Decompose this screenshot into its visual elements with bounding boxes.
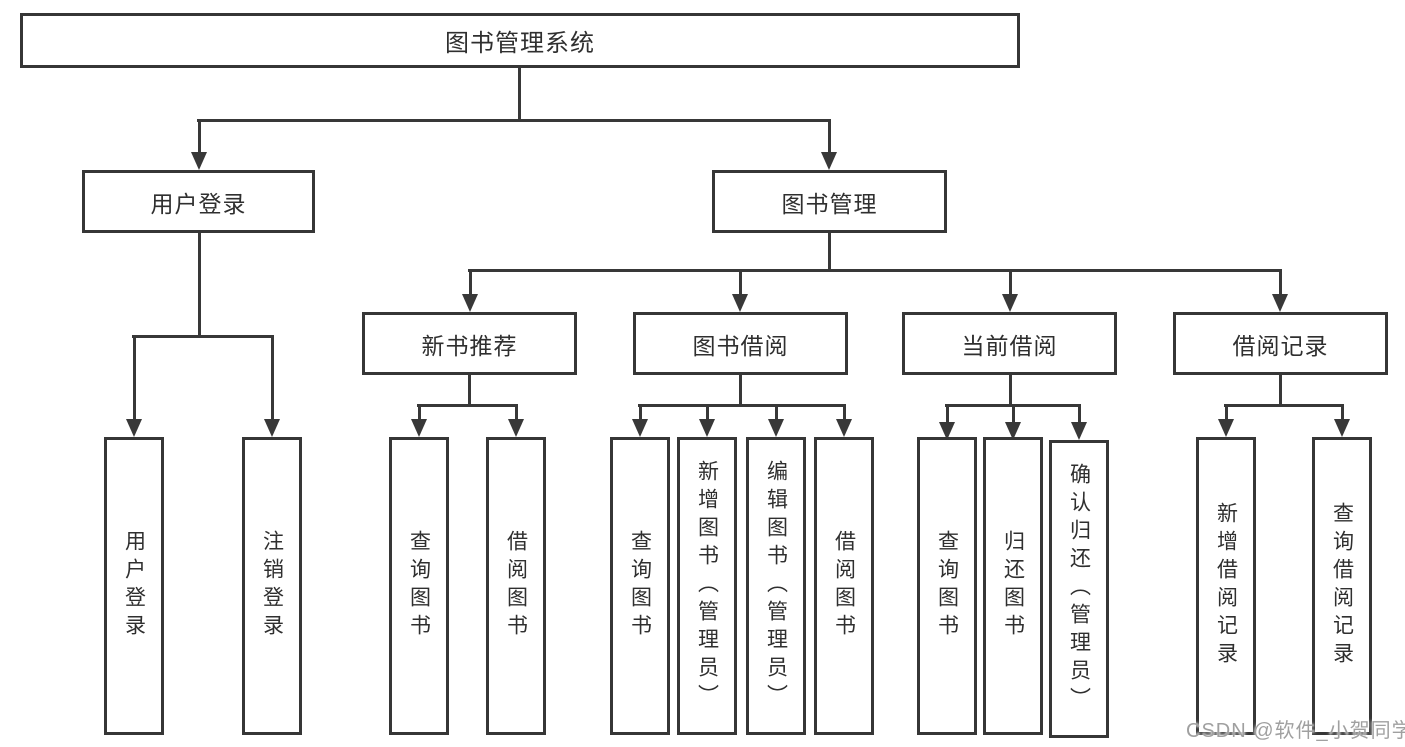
node-label: 查询图书 bbox=[628, 530, 652, 642]
connector-line bbox=[197, 233, 201, 338]
connector-line bbox=[468, 269, 472, 296]
arrowhead-icon bbox=[836, 419, 852, 437]
node-label: 新增借阅记录 bbox=[1214, 502, 1238, 670]
leaf-add-borrow-record: 新增借阅记录 bbox=[1196, 437, 1256, 735]
connector-line bbox=[1340, 404, 1344, 421]
connector-line bbox=[945, 404, 949, 424]
leaf-confirm-return-admin: 确认归还（管理员） bbox=[1049, 440, 1109, 738]
node-label: 当前借阅 bbox=[961, 332, 1058, 359]
connector-line bbox=[638, 404, 846, 407]
connector-line bbox=[197, 119, 831, 122]
node-label: 图书借阅 bbox=[692, 332, 789, 359]
connector-line bbox=[1008, 269, 1012, 296]
connector-line bbox=[517, 68, 521, 122]
leaf-query-books-recommend: 查询图书 bbox=[389, 437, 449, 735]
csdn-watermark: CSDN @软件_小贺同学 bbox=[1186, 720, 1405, 742]
connector-line bbox=[132, 335, 136, 421]
node-borrowing-records: 借阅记录 bbox=[1173, 312, 1388, 375]
node-current-borrowing: 当前借阅 bbox=[902, 312, 1117, 375]
node-label: 用户登录 bbox=[122, 530, 146, 642]
node-label: 注销登录 bbox=[260, 530, 284, 642]
arrowhead-icon bbox=[939, 422, 955, 440]
node-label: 借阅图书 bbox=[832, 530, 856, 642]
node-book-management: 图书管理 bbox=[712, 170, 947, 233]
node-label: 借阅图书 bbox=[504, 530, 528, 642]
connector-line bbox=[638, 404, 642, 421]
connector-line bbox=[132, 335, 274, 338]
connector-line bbox=[827, 119, 831, 154]
arrowhead-icon bbox=[126, 419, 142, 437]
arrowhead-icon bbox=[632, 419, 648, 437]
arrowhead-icon bbox=[768, 419, 784, 437]
connector-line bbox=[1011, 404, 1015, 424]
node-label: 新增图书（管理员） bbox=[695, 460, 719, 712]
node-label: 编辑图书（管理员） bbox=[764, 460, 788, 712]
arrowhead-icon bbox=[462, 294, 478, 312]
arrowhead-icon bbox=[1334, 419, 1350, 437]
node-label: 借阅记录 bbox=[1232, 332, 1329, 359]
node-label: 确认归还（管理员） bbox=[1067, 463, 1091, 715]
arrowhead-icon bbox=[508, 419, 524, 437]
connector-line bbox=[1077, 404, 1081, 424]
connector-line bbox=[1008, 375, 1012, 407]
connector-line bbox=[827, 233, 831, 272]
arrowhead-icon bbox=[821, 152, 837, 170]
connector-line bbox=[774, 404, 778, 421]
connector-line bbox=[1278, 375, 1282, 407]
arrowhead-icon bbox=[191, 152, 207, 170]
arrowhead-icon bbox=[411, 419, 427, 437]
node-label: 查询借阅记录 bbox=[1330, 502, 1354, 670]
node-label: 图书管理系统 bbox=[445, 30, 595, 57]
arrowhead-icon bbox=[1005, 422, 1021, 440]
connector-line bbox=[738, 375, 742, 407]
leaf-query-borrow-record: 查询借阅记录 bbox=[1312, 437, 1372, 735]
node-label: 查询图书 bbox=[935, 530, 959, 642]
arrowhead-icon bbox=[1272, 294, 1288, 312]
node-label: 新书推荐 bbox=[421, 332, 518, 359]
node-book-borrowing: 图书借阅 bbox=[633, 312, 848, 375]
leaf-query-books-current: 查询图书 bbox=[917, 437, 977, 735]
node-user-login: 用户登录 bbox=[82, 170, 315, 233]
node-label: 归还图书 bbox=[1001, 530, 1025, 642]
arrowhead-icon bbox=[1218, 419, 1234, 437]
leaf-borrow-books-recommend: 借阅图书 bbox=[486, 437, 546, 735]
connector-line bbox=[1278, 269, 1282, 296]
node-label: 用户登录 bbox=[150, 190, 247, 217]
leaf-query-books-borrow: 查询图书 bbox=[610, 437, 670, 735]
connector-line bbox=[705, 404, 709, 421]
leaf-edit-book-admin: 编辑图书（管理员） bbox=[746, 437, 806, 735]
arrowhead-icon bbox=[1002, 294, 1018, 312]
leaf-return-book: 归还图书 bbox=[983, 437, 1043, 735]
arrowhead-icon bbox=[1071, 422, 1087, 440]
leaf-logout: 注销登录 bbox=[242, 437, 302, 735]
arrowhead-icon bbox=[699, 419, 715, 437]
leaf-add-book-admin: 新增图书（管理员） bbox=[677, 437, 737, 735]
leaf-user-login: 用户登录 bbox=[104, 437, 164, 735]
connector-line bbox=[842, 404, 846, 421]
node-library-management-system: 图书管理系统 bbox=[20, 13, 1020, 68]
node-label: 查询图书 bbox=[407, 530, 431, 642]
connector-line bbox=[467, 375, 471, 407]
connector-line bbox=[197, 119, 201, 154]
connector-line bbox=[1224, 404, 1228, 421]
node-new-book-recommendation: 新书推荐 bbox=[362, 312, 577, 375]
connector-line bbox=[270, 335, 274, 421]
connector-line bbox=[1224, 404, 1344, 407]
arrowhead-icon bbox=[732, 294, 748, 312]
connector-line bbox=[417, 404, 518, 407]
connector-line bbox=[514, 404, 518, 421]
node-label: 图书管理 bbox=[781, 190, 878, 217]
connector-line bbox=[417, 404, 421, 421]
leaf-borrow-books-borrow: 借阅图书 bbox=[814, 437, 874, 735]
connector-line bbox=[468, 269, 1282, 272]
connector-line bbox=[738, 269, 742, 296]
arrowhead-icon bbox=[264, 419, 280, 437]
